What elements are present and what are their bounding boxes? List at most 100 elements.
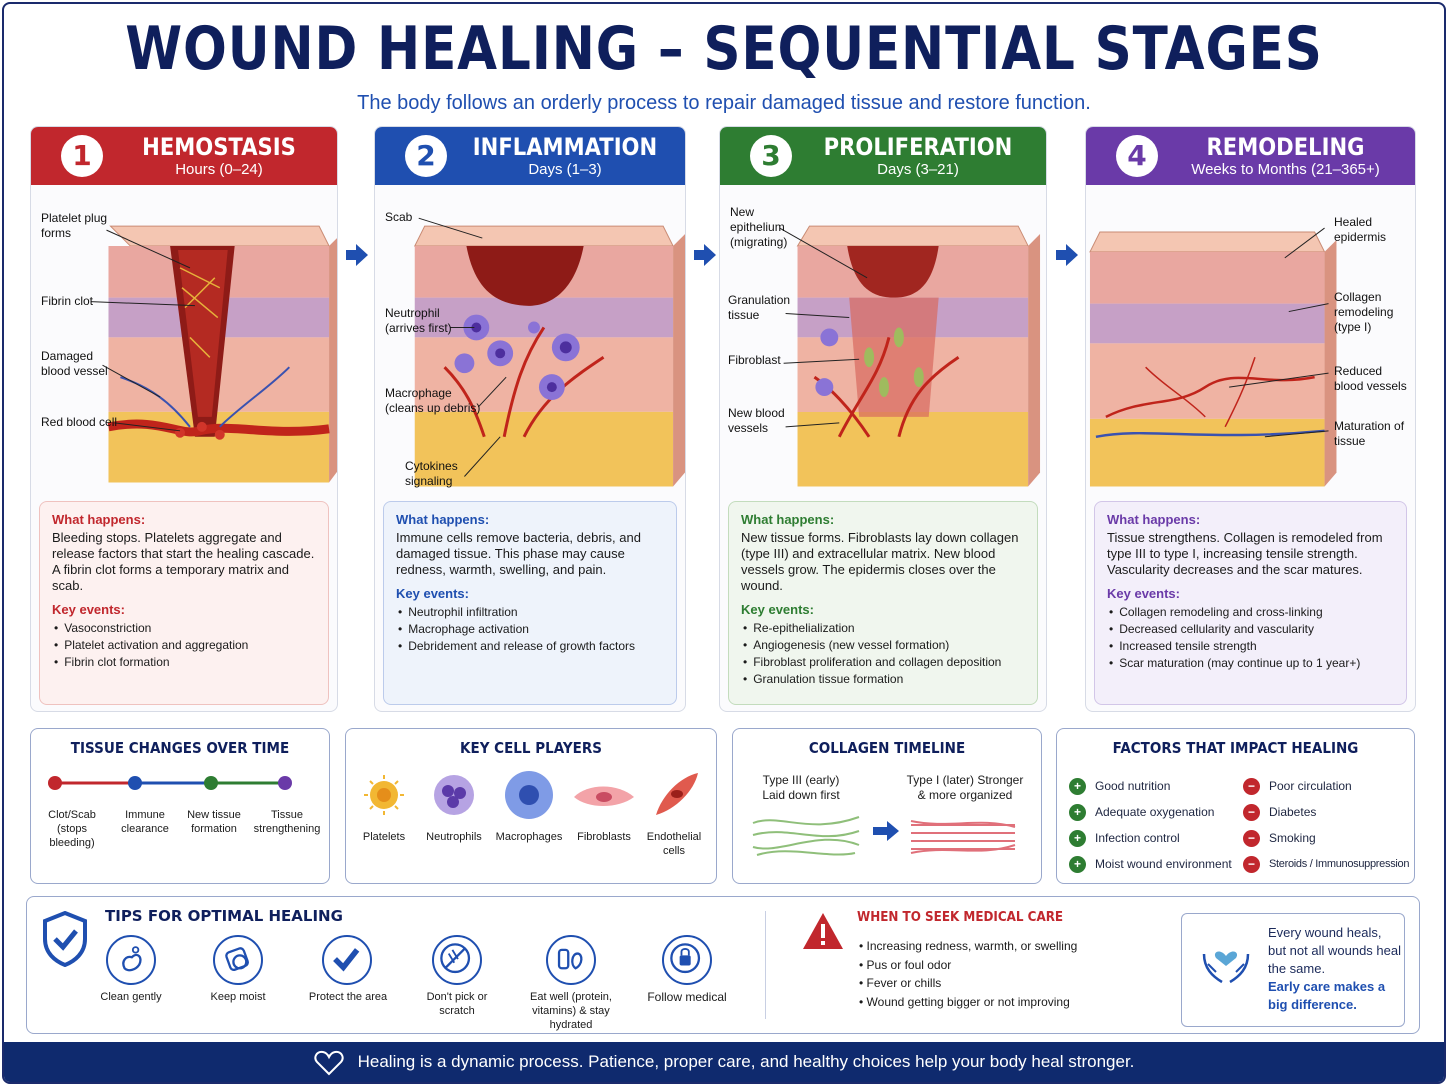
panel-title: COLLAGEN TIMELINE: [808, 739, 966, 757]
stage-header: 2 INFLAMMATION Days (1–3): [375, 127, 685, 185]
eat-well-icon: [546, 935, 596, 985]
callout-scab: Scab: [385, 210, 413, 224]
key-events-heading: Key events:: [52, 602, 125, 617]
stage-info: What happens: Tissue strengthens. Collag…: [1094, 501, 1407, 705]
tip-label: Eat well (protein, vitamins) & stay hydr…: [530, 991, 612, 1031]
plus-icon: +: [1069, 829, 1086, 847]
tissue-changes-panel: TISSUE CHANGES OVER TIME Clot/Scab (stop…: [30, 728, 330, 884]
inflammation-illustration: [413, 217, 685, 487]
stage-time: Hours (0–24): [175, 161, 263, 178]
callout-cytokines: Cytokines signaling: [405, 459, 458, 488]
list-item: Fibroblast proliferation and collagen de…: [741, 654, 1025, 671]
arrow-right-icon: [346, 244, 368, 266]
no-scratch-icon: [432, 935, 482, 985]
callout-macrophage: Macrophage (cleans up debris): [385, 386, 481, 415]
key-events-list: Re-epithelialization Angiogenesis (new v…: [741, 620, 1025, 688]
stage-info: What happens: New tissue forms. Fibrobla…: [728, 501, 1038, 705]
stage-card-inflammation: 2 INFLAMMATION Days (1–3) Scab Neutrophi…: [374, 126, 686, 712]
callout-red-blood-cell: Red blood cell: [41, 415, 118, 429]
factor-item: −Smoking: [1243, 825, 1413, 851]
factor-item: +Moist wound environment: [1069, 851, 1239, 877]
note-emphasis: Early care makes a big difference.: [1268, 979, 1386, 1012]
cell-label: Macrophages: [495, 831, 563, 843]
footer-text: Healing is a dynamic process. Patience, …: [357, 1052, 1135, 1071]
note-text: Every wound heals, but not all wounds he…: [1268, 925, 1401, 976]
fibroblast-icon: [574, 786, 634, 806]
list-item: Collagen remodeling and cross-linking: [1107, 604, 1394, 621]
stage-info: What happens: Bleeding stops. Platelets …: [39, 501, 329, 705]
minus-icon: −: [1243, 777, 1260, 795]
tip-label: Clean gently: [100, 991, 162, 1003]
factor-label: Poor circulation: [1269, 779, 1352, 793]
factor-item: + Infection control: [1069, 825, 1239, 851]
callout-healed-epidermis: Healed epidermis: [1334, 215, 1387, 244]
callout-damaged-vessel: Damaged blood vessel: [41, 349, 108, 378]
list-item: Vasoconstriction: [52, 620, 316, 637]
what-happens-text: Bleeding stops. Platelets aggregate and …: [52, 530, 315, 593]
list-item: Granulation tissue formation: [741, 671, 1025, 688]
proliferation-illustration: [779, 225, 1041, 487]
key-events-heading: Key events:: [1107, 586, 1180, 601]
tissue-timeline: [48, 776, 292, 790]
callout-reduced-blood-vessels: Reduced blood vessels: [1334, 364, 1407, 393]
key-events-heading: Key events:: [741, 602, 814, 617]
list-item: • Fever or chills: [859, 976, 942, 990]
tips-panel: TIPS FOR OPTIMAL HEALING Clean gently Ke…: [26, 896, 1420, 1034]
footer-banner: Healing is a dynamic process. Patience, …: [4, 1042, 1444, 1082]
panel-title: TISSUE CHANGES OVER TIME: [70, 739, 290, 757]
stage-title: HEMOSTASIS: [142, 133, 296, 161]
stage-title: INFLAMMATION: [472, 133, 658, 161]
follow-medical-icon: [662, 935, 712, 985]
key-events-list: Vasoconstriction Platelet activation and…: [52, 620, 316, 671]
stage-number: 4: [1116, 135, 1158, 177]
list-item: Angiogenesis (new vessel formation): [741, 637, 1025, 654]
minus-icon: −: [1243, 829, 1260, 847]
timeline-dot: [128, 776, 142, 790]
minus-icon: −: [1243, 803, 1260, 821]
page-title: WOUND HEALING – SEQUENTIAL STAGES: [125, 14, 1323, 84]
factor-item: −Steroids / Immunosuppression: [1243, 851, 1413, 877]
list-item: Fibrin clot formation: [52, 654, 316, 671]
stage-title: PROLIFERATION: [823, 133, 1013, 161]
stage-number: 3: [750, 135, 792, 177]
type-i-collagen-icon: [910, 820, 1016, 854]
list-item: Neutrophil infiltration: [396, 604, 664, 621]
callout-new-blood-vessels: New blood vessels: [728, 406, 785, 435]
stage-time: Weeks to Months (21–365+): [1191, 161, 1380, 178]
key-events-list: Neutrophil infiltration Macrophage activ…: [396, 604, 664, 655]
plus-icon: +: [1069, 777, 1086, 795]
heart-icon: [314, 1050, 344, 1075]
plus-icon: +: [1069, 803, 1086, 821]
timeline-label: Tissue strengthening: [253, 809, 321, 835]
stage-header: 3 PROLIFERATION Days (3–21): [720, 127, 1046, 185]
collagen-later-label: Type I (later) Stronger & more organized: [906, 773, 1024, 802]
arrow-right-icon: [694, 244, 716, 266]
key-events-list: Collagen remodeling and cross-linking De…: [1107, 604, 1394, 672]
medical-care-list: • Increasing redness, warmth, or swellin…: [859, 937, 1077, 1011]
stage-header: 1 HEMOSTASIS Hours (0–24): [31, 127, 337, 185]
arrow-right-icon: [873, 821, 899, 841]
list-item: Decreased cellularity and vascularity: [1107, 621, 1394, 638]
plus-icon: +: [1069, 855, 1086, 873]
callout-fibrin-clot: Fibrin clot: [41, 294, 94, 308]
callout-neutrophil: Neutrophil (arrives first): [385, 306, 452, 335]
tip-label: Protect the area: [308, 991, 388, 1003]
cell-label: Platelets: [362, 831, 406, 843]
factor-item: −Poor circulation: [1243, 773, 1413, 799]
cell-label: Endothelial cells: [646, 831, 702, 857]
what-happens-heading: What happens:: [1107, 512, 1201, 527]
factor-label: Infection control: [1095, 831, 1180, 845]
platelet-icon: [364, 775, 404, 815]
callout-granulation-tissue: Granulation tissue: [728, 293, 791, 322]
collagen-timeline-panel: COLLAGEN TIMELINE Type III (early) Laid …: [732, 728, 1042, 884]
arrow-right-icon: [1056, 244, 1078, 266]
factor-item: +Adequate oxygenation: [1069, 799, 1239, 825]
stage-time: Days (1–3): [528, 161, 602, 178]
timeline-label: New tissue formation: [187, 809, 241, 835]
what-happens-heading: What happens:: [396, 512, 490, 527]
warning-icon: [803, 913, 843, 949]
tip-label: Follow medical: [647, 990, 727, 1004]
factor-label: Good nutrition: [1095, 779, 1171, 793]
callout-fibroblast: Fibroblast: [728, 353, 781, 367]
